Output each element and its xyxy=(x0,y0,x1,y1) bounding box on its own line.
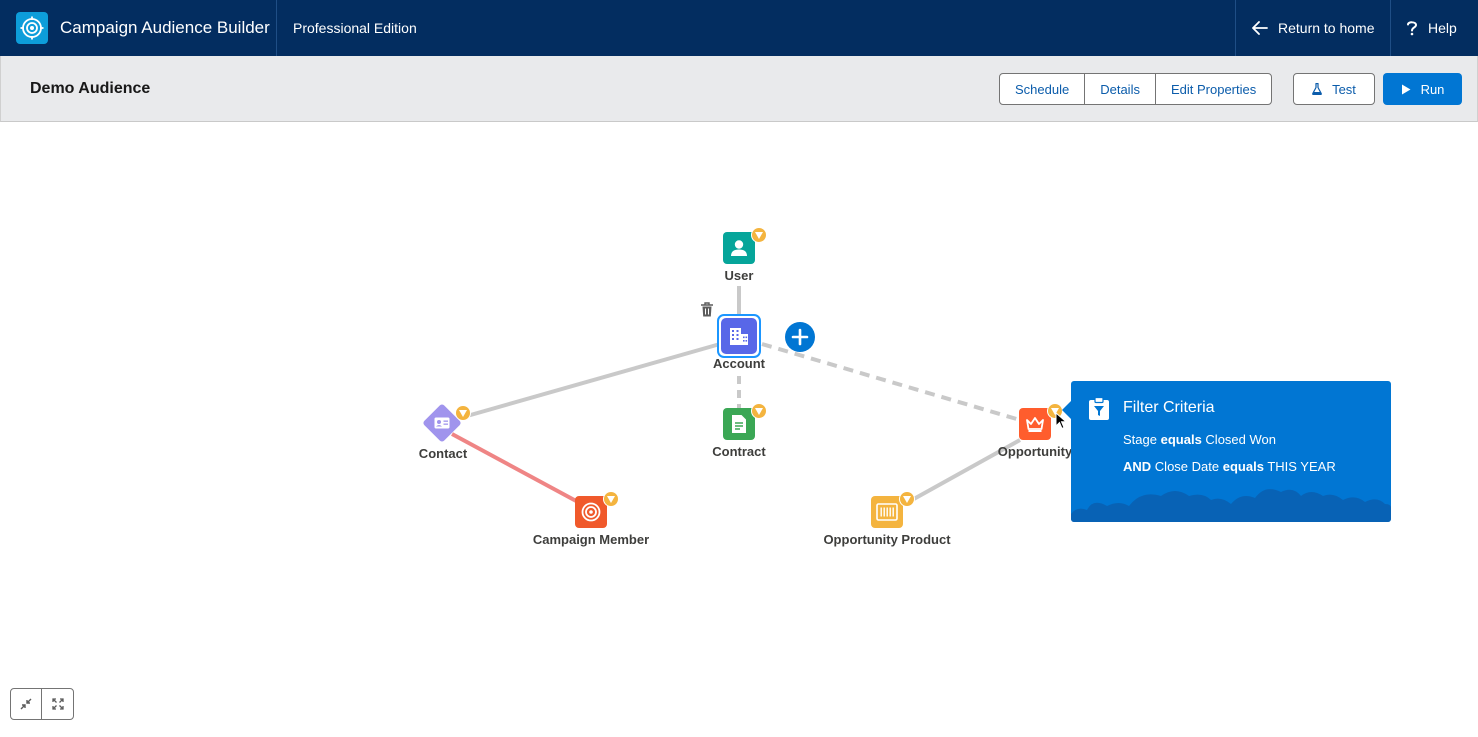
app-title: Campaign Audience Builder xyxy=(60,18,270,37)
page-title: Demo Audience xyxy=(30,80,151,97)
node-label-contract: Contract xyxy=(712,444,766,459)
edge-account-opportunity xyxy=(761,342,1021,422)
collapse-icon[interactable] xyxy=(11,689,42,719)
filter-conjunction: AND xyxy=(1123,459,1152,474)
edit-properties-button[interactable]: Edit Properties xyxy=(1170,81,1257,97)
filter-criteria-line-1: Stage equals Closed Won xyxy=(1123,432,1276,447)
edge-opportunity-product xyxy=(911,438,1021,502)
global-header: Campaign Audience Builder Professional E… xyxy=(0,0,1478,56)
contact-card-icon xyxy=(422,403,462,443)
filter-value: THIS YEAR xyxy=(1267,459,1336,474)
expand-icon[interactable] xyxy=(42,689,73,719)
node-label-user: User xyxy=(724,268,754,283)
building-icon xyxy=(721,318,757,354)
barcode-icon xyxy=(871,496,903,528)
clipboard-filter-icon xyxy=(1089,397,1109,420)
document-icon xyxy=(723,408,755,440)
nav-divider xyxy=(1390,0,1391,56)
edge-contact-campaign-member xyxy=(451,432,579,504)
filter-field: Stage xyxy=(1123,432,1157,447)
target-icon xyxy=(575,496,607,528)
flask-icon xyxy=(1312,83,1322,95)
run-label: Run xyxy=(1420,81,1445,97)
arrow-left-icon xyxy=(1252,21,1268,35)
node-label-opportunity-product: Opportunity Product xyxy=(823,532,951,547)
cloud-decoration xyxy=(1071,489,1391,522)
edition-label: Professional Edition xyxy=(293,20,417,36)
filter-operator: equals xyxy=(1160,432,1202,447)
filter-icon[interactable] xyxy=(455,405,471,421)
run-button[interactable]: Run xyxy=(1383,73,1462,105)
details-button[interactable]: Details xyxy=(1085,74,1156,104)
action-button-group: Schedule Details Edit Properties xyxy=(999,73,1273,105)
nav-divider xyxy=(276,0,277,56)
edge-account-contact xyxy=(459,342,721,420)
mouse-cursor-icon xyxy=(1055,412,1067,430)
return-to-home-label: Return to home xyxy=(1278,20,1375,36)
node-label-contact: Contact xyxy=(418,446,468,461)
audience-canvas[interactable]: User Account Contact Contract xyxy=(0,122,1478,737)
test-button[interactable]: Test xyxy=(1293,73,1375,105)
help-button[interactable]: Help xyxy=(1406,0,1457,56)
help-label: Help xyxy=(1428,20,1457,36)
node-label-campaign-member: Campaign Member xyxy=(532,532,650,547)
app-logo-icon xyxy=(16,12,48,44)
zoom-controls xyxy=(10,688,74,720)
schedule-button[interactable]: Schedule xyxy=(1000,74,1086,104)
return-to-home-button[interactable]: Return to home xyxy=(1252,0,1375,56)
plus-icon xyxy=(791,328,809,346)
filter-criteria-line-2: AND Close Date equals THIS YEAR xyxy=(1123,459,1336,474)
popover-arrow xyxy=(1062,400,1072,420)
filter-operator: equals xyxy=(1222,459,1264,474)
filter-icon[interactable] xyxy=(751,227,767,243)
relationship-edges xyxy=(451,286,1021,504)
filter-icon[interactable] xyxy=(899,491,915,507)
filter-field: Close Date xyxy=(1154,459,1220,474)
popover-title: Filter Criteria xyxy=(1123,399,1215,416)
test-label: Test xyxy=(1332,81,1356,97)
question-icon xyxy=(1407,21,1418,36)
filter-criteria-popover: Filter Criteria Stage equals Closed Won … xyxy=(1071,381,1391,522)
add-object-button[interactable] xyxy=(785,322,815,352)
page-header: Demo Audience Schedule Details Edit Prop… xyxy=(0,56,1478,122)
trash-icon[interactable] xyxy=(700,302,714,318)
crown-icon xyxy=(1019,408,1051,440)
filter-icon[interactable] xyxy=(751,403,767,419)
filter-value: Closed Won xyxy=(1205,432,1276,447)
node-label-opportunity: Opportunity xyxy=(997,444,1073,459)
node-label-account: Account xyxy=(713,356,765,371)
filter-icon[interactable] xyxy=(603,491,619,507)
user-icon xyxy=(723,232,755,264)
play-icon xyxy=(1401,84,1411,94)
nav-divider xyxy=(1235,0,1236,56)
